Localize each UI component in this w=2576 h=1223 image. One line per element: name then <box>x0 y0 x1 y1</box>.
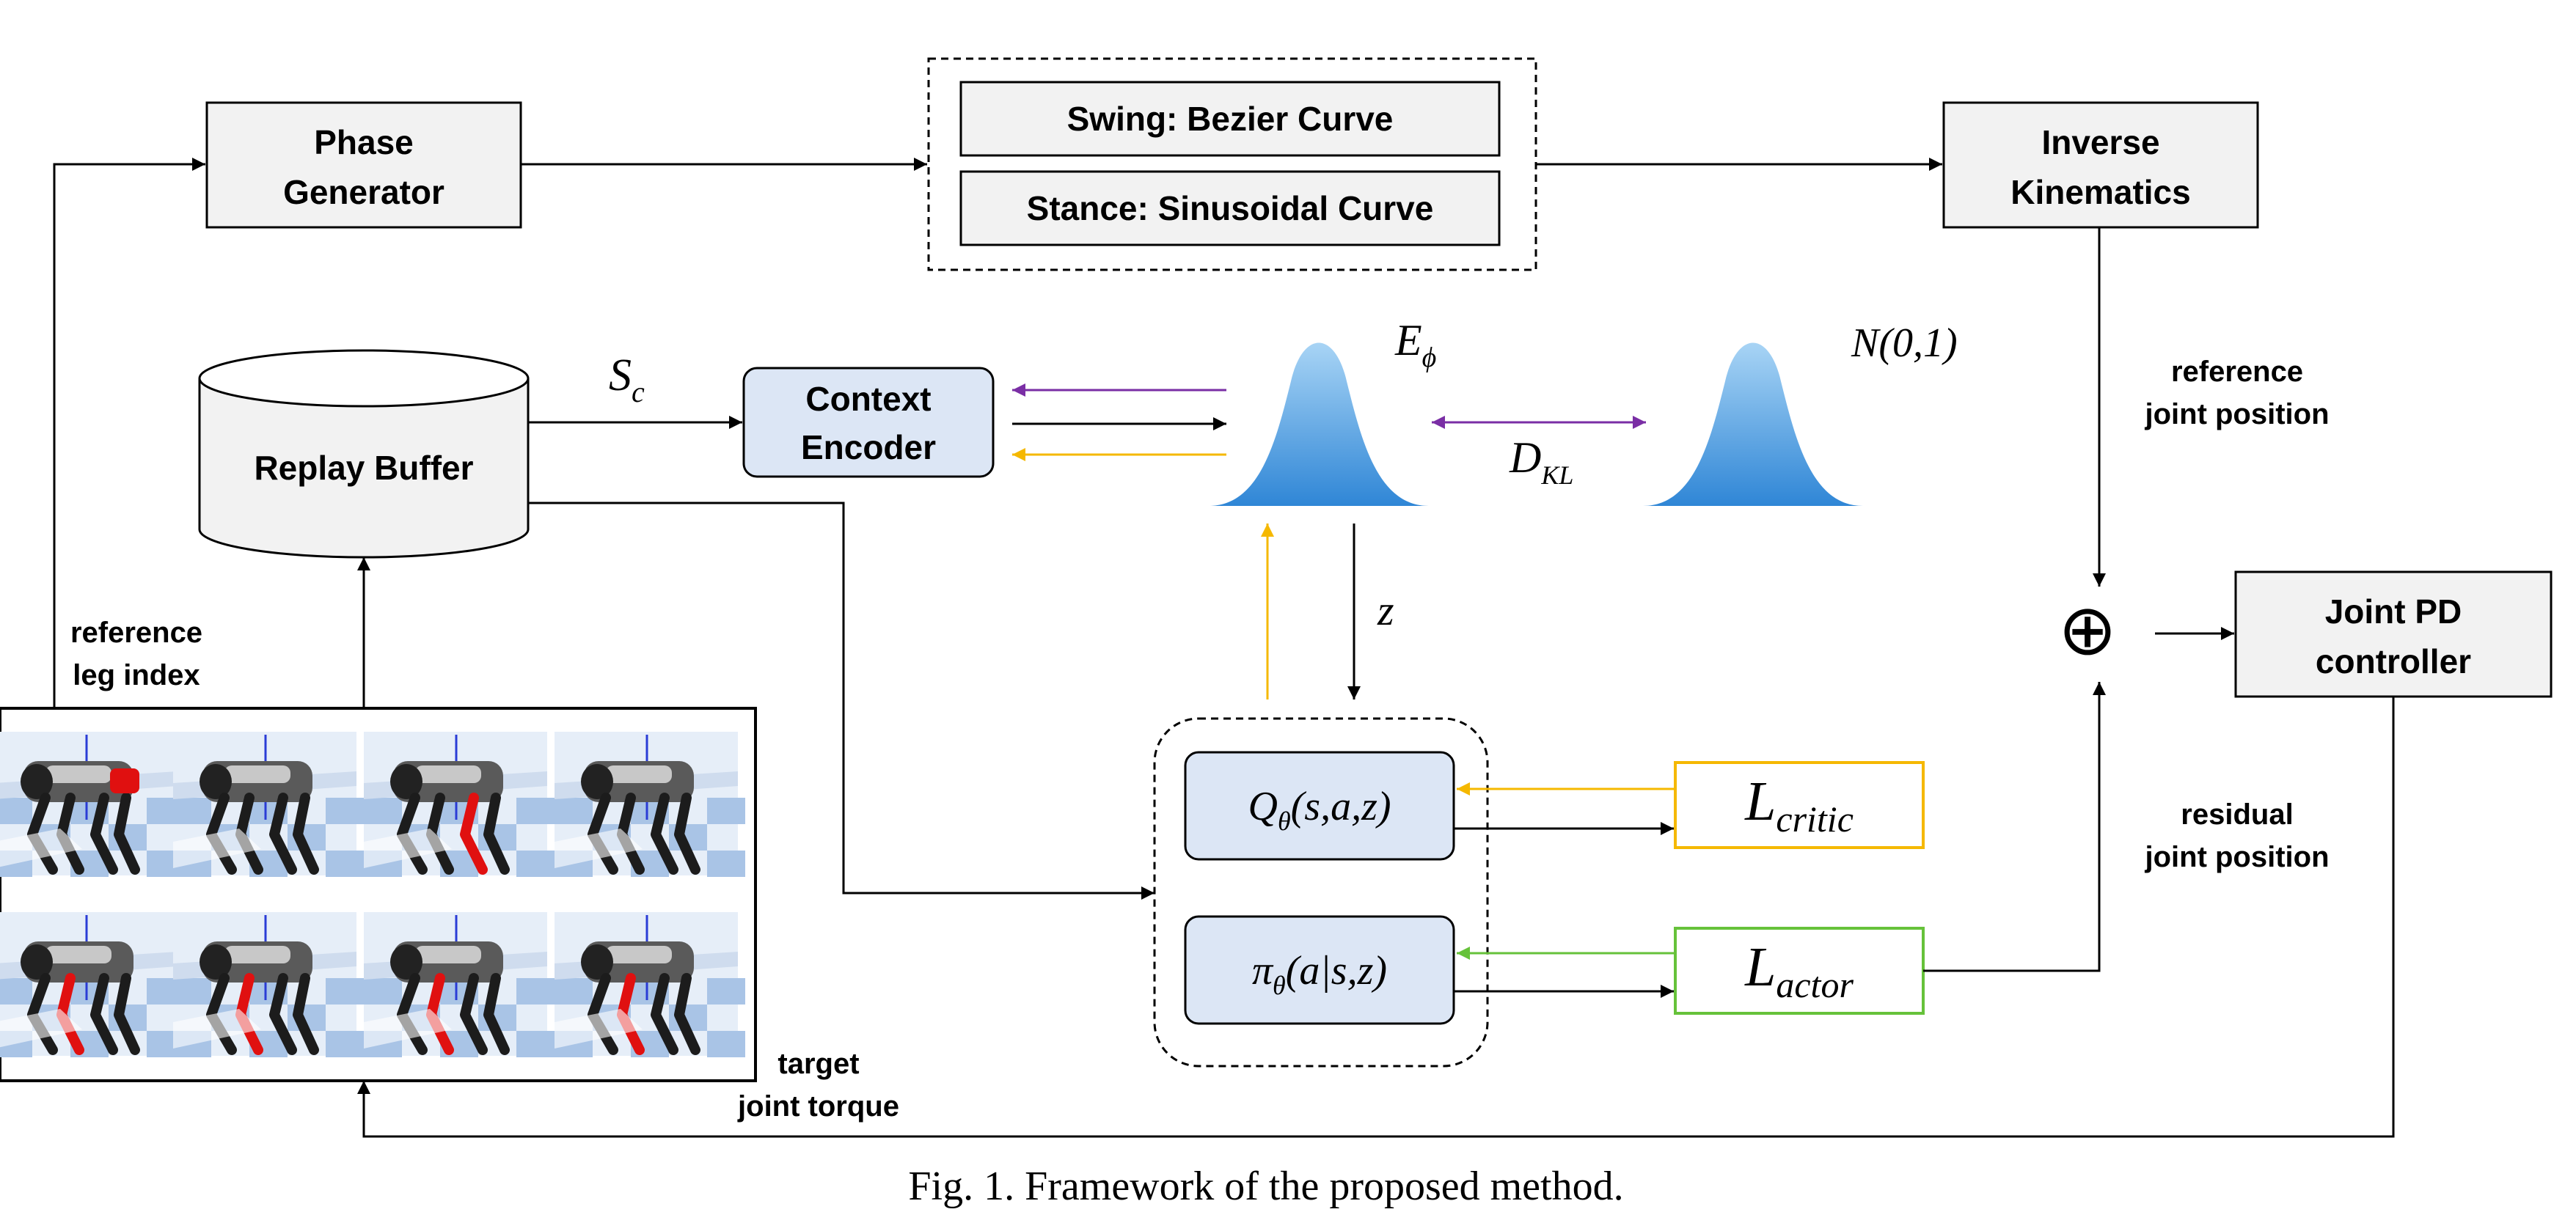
arrow-leg-index-to-phase <box>53 158 205 708</box>
dkl-symbol: DKL <box>1509 433 1573 490</box>
critic-loss-label: Lcritic <box>1744 771 1854 840</box>
inverse-kinematics-label-1: Inverse <box>2041 123 2159 161</box>
robot-frames-grid <box>0 732 745 1057</box>
posterior-gaussian <box>1209 342 1429 506</box>
robot-frame-1 <box>0 732 185 877</box>
robot-frame-3 <box>364 732 555 877</box>
reference-leg-index-label-1: reference <box>70 617 202 649</box>
network-group-box <box>1153 717 1489 1068</box>
residual-joint-position-label-2: joint position <box>2144 841 2329 873</box>
arrow-residual-to-sum <box>1923 682 2106 972</box>
arrow-buffer-to-networks <box>528 502 1155 900</box>
context-encoder-label-2: Encoder <box>801 428 936 466</box>
figure-caption: Fig. 1. Framework of the proposed method… <box>908 1164 1623 1209</box>
critic-loss-box <box>1674 761 1925 849</box>
swing-box <box>959 81 1501 157</box>
robot-frame-5 <box>0 912 185 1057</box>
replay-buffer-label: Replay Buffer <box>254 449 473 487</box>
reference-joint-position-label-1: reference <box>2171 356 2303 388</box>
target-joint-torque-label-2: joint torque <box>737 1090 899 1123</box>
actor-loss-label: Lactor <box>1744 936 1854 1005</box>
phase-generator-box <box>205 101 522 229</box>
robot-frame-8 <box>555 912 745 1057</box>
joint-pd-label-2: controller <box>2316 642 2471 680</box>
n01-symbol: N(0,1) <box>1851 320 1958 366</box>
stance-label: Stance: Sinusoidal Curve <box>1027 189 1434 227</box>
phase-generator-label-1: Phase <box>314 123 414 161</box>
phase-generator-label-2: Generator <box>283 173 444 211</box>
prior-gaussian <box>1643 342 1863 506</box>
sum-operator-icon: ⊕ <box>2058 591 2117 669</box>
stance-box <box>959 170 1501 246</box>
joint-pd-label-1: Joint PD <box>2325 592 2462 631</box>
swing-label: Swing: Bezier Curve <box>1067 100 1394 138</box>
replay-buffer-cylinder <box>198 349 530 559</box>
robot-frame-7 <box>364 912 555 1057</box>
z-symbol: z <box>1377 587 1394 634</box>
e-phi-symbol: Eϕ <box>1394 316 1436 373</box>
robot-frame-2 <box>173 732 364 877</box>
context-encoder-box <box>742 367 995 478</box>
context-encoder-label-1: Context <box>805 380 931 418</box>
policy-network-box <box>1184 915 1455 1025</box>
reference-leg-index-label-2: leg index <box>73 659 200 691</box>
q-network-label: Qθ(s,a,z) <box>1248 784 1391 836</box>
arrow-pd-to-robot <box>357 697 2395 1138</box>
robot-frame-6 <box>173 912 364 1057</box>
target-joint-torque-label-1: target <box>777 1048 859 1080</box>
inverse-kinematics-box <box>1942 101 2259 229</box>
policy-network-label: πθ(a|s,z) <box>1252 948 1387 1000</box>
residual-joint-position-label-1: residual <box>2181 798 2293 831</box>
inverse-kinematics-label-2: Kinematics <box>2010 173 2190 211</box>
q-network-box <box>1184 751 1455 861</box>
s-c-symbol: Sc <box>609 350 645 408</box>
robot-frame-4 <box>555 732 745 877</box>
reference-joint-position-label-2: joint position <box>2144 398 2329 430</box>
